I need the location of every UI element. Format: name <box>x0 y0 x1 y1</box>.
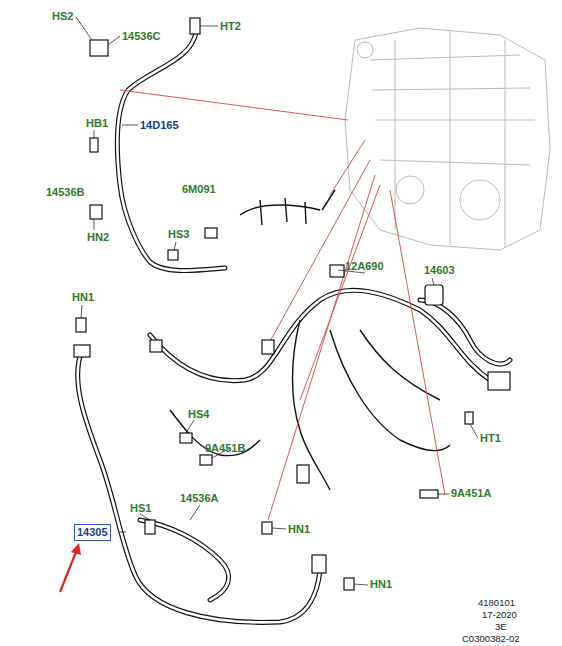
callout-number: HN1 <box>288 523 310 536</box>
callout-number: 9A451B <box>205 442 245 455</box>
callout-number: 9A451A <box>451 487 491 500</box>
callout-number: HT2 <box>220 20 241 33</box>
callout-number: HS2 <box>52 10 73 23</box>
callout-number: 14536C <box>122 30 161 43</box>
drawing-reference: 17-2020 <box>482 609 517 621</box>
callout-number: 14D165 <box>140 119 179 132</box>
callout-number: 14603 <box>424 264 455 277</box>
callout-number: 12A690 <box>345 260 384 273</box>
callout-number: 14305 <box>77 526 108 539</box>
callout-number: HN1 <box>370 578 392 591</box>
drawing-reference: 4180101 <box>478 597 515 609</box>
callout-number: HS4 <box>188 408 209 421</box>
drawing-reference: C0300382-02 <box>462 633 520 645</box>
callout-number: HN1 <box>72 291 94 304</box>
callout-number: HT1 <box>480 432 501 445</box>
callout-number: HN2 <box>87 231 109 244</box>
callout-number: 14536B <box>46 186 85 199</box>
drawing-reference: 3E <box>495 621 507 633</box>
callout-number: HS1 <box>130 502 151 515</box>
callout-number: HS3 <box>168 228 189 241</box>
callout-number: 6M091 <box>182 183 216 196</box>
callout-number: 14536A <box>180 492 219 505</box>
highlighted-callout: 14305 <box>74 524 111 541</box>
callout-number: HB1 <box>86 117 108 130</box>
